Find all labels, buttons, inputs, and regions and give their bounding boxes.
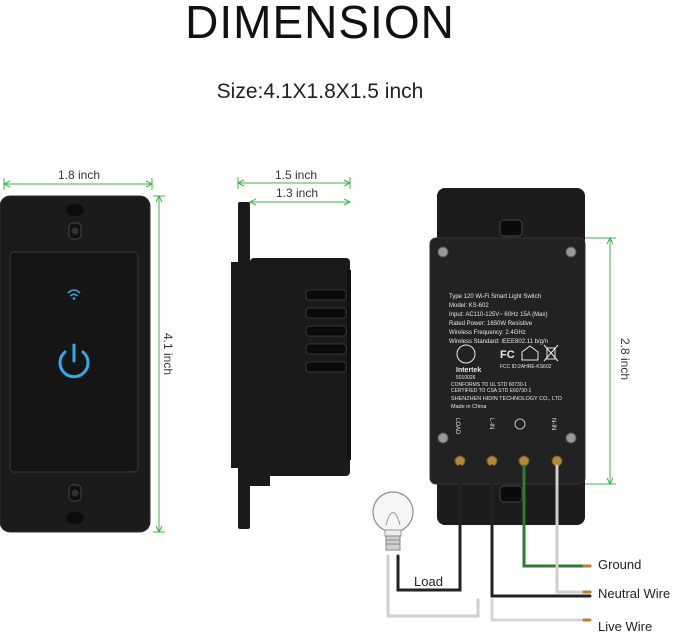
ground-label: Ground bbox=[598, 557, 642, 572]
label-maker: SHENZHEN HIDIN TECHNOLOGY CO., LTD bbox=[451, 396, 562, 402]
neutral-wire-label: Neutral Wire bbox=[598, 586, 671, 601]
weee-bin-icon bbox=[543, 344, 559, 362]
label-line5: Wireless Frequency: 2.4GHz bbox=[449, 330, 526, 336]
load-label: Load bbox=[414, 574, 443, 589]
fcc-mark-icon: FC bbox=[500, 349, 515, 361]
label-origin: Made in China bbox=[451, 404, 487, 410]
label-cert1: CONFORMS TO UL STD 60730-1 bbox=[451, 382, 527, 388]
side-depth-total-label: 1.5 inch bbox=[275, 168, 318, 182]
wifi-icon bbox=[67, 289, 81, 297]
label-line6: Wireless Standard: IEEE802.11 b/g/n bbox=[449, 339, 548, 345]
label-line4: Rated Power: 1650W Resistive bbox=[449, 321, 533, 327]
label-intertek: Intertek bbox=[456, 367, 481, 374]
ground-symbol-icon bbox=[514, 418, 526, 430]
side-view-switch bbox=[231, 202, 351, 529]
label-term-nin: N-IN bbox=[550, 418, 556, 430]
live-wire-label: Live Wire bbox=[598, 619, 653, 634]
etl-mark-icon bbox=[456, 344, 476, 364]
front-height-label: 4.1 inch bbox=[161, 333, 175, 376]
back-height-label: 2.8 inch bbox=[618, 338, 632, 381]
label-line3: Input: AC110-125V~ 60Hz 15A (Max) bbox=[449, 312, 547, 318]
label-cert2: CERTIFIED TO CSA STD E60730-1 bbox=[451, 388, 532, 394]
label-term-load: LOAD bbox=[454, 418, 460, 435]
label-term-lin: L-IN bbox=[488, 418, 494, 429]
back-view-switch: FC Type 120 Wi-Fi Smart Light Switch Mod… bbox=[429, 188, 586, 525]
size-subtitle: Size:4.1X1.8X1.5 inch bbox=[216, 80, 424, 103]
wiring bbox=[386, 464, 592, 622]
light-bulb-icon bbox=[372, 491, 414, 551]
front-view-switch bbox=[0, 195, 151, 533]
home-icon bbox=[521, 345, 539, 361]
label-line1: Type 120 Wi-Fi Smart Light Switch bbox=[449, 294, 541, 300]
front-width-label: 1.8 inch bbox=[58, 168, 101, 182]
side-depth-body-label: 1.3 inch bbox=[276, 186, 319, 200]
label-intertek-no: 5010026 bbox=[456, 375, 476, 381]
screw-hole-icon bbox=[66, 204, 84, 216]
power-icon bbox=[58, 343, 90, 379]
label-fcc-id: FCC ID:2AHRE-KS602 bbox=[500, 364, 552, 370]
label-line2: Model: KS-602 bbox=[449, 303, 489, 309]
page-title: DIMENSION bbox=[185, 0, 455, 48]
